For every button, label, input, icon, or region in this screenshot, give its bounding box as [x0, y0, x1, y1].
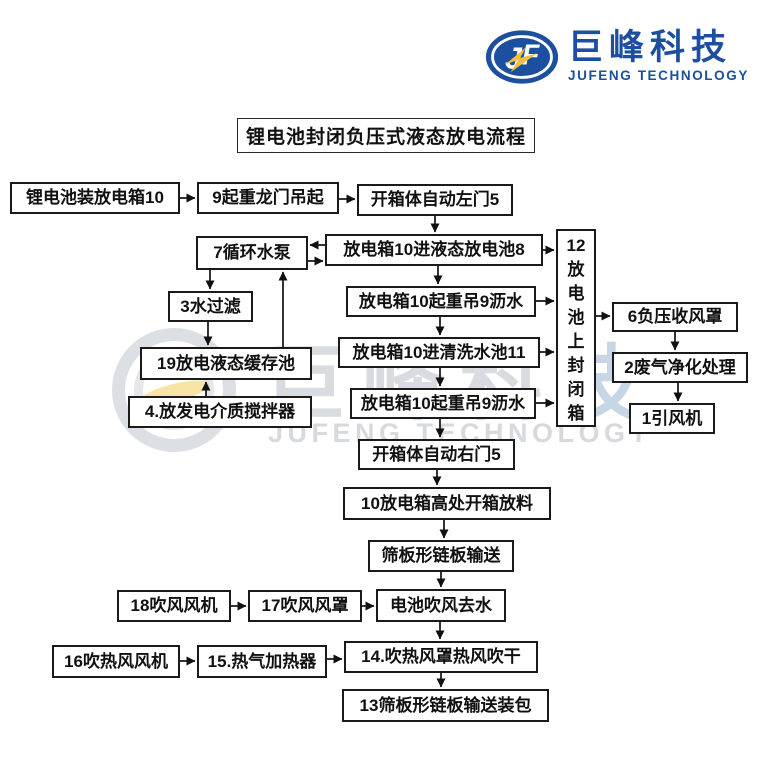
- company-logo: J F 巨峰科技 JUFENG TECHNOLOGY: [484, 28, 750, 90]
- diagram-title: 锂电池封闭负压式液态放电流程: [237, 118, 535, 153]
- logo-jf-emblem-icon: J F: [485, 30, 559, 84]
- logo-company-name: 巨峰科技: [568, 28, 733, 67]
- logo-company-name-en: JUFENG TECHNOLOGY: [568, 68, 749, 83]
